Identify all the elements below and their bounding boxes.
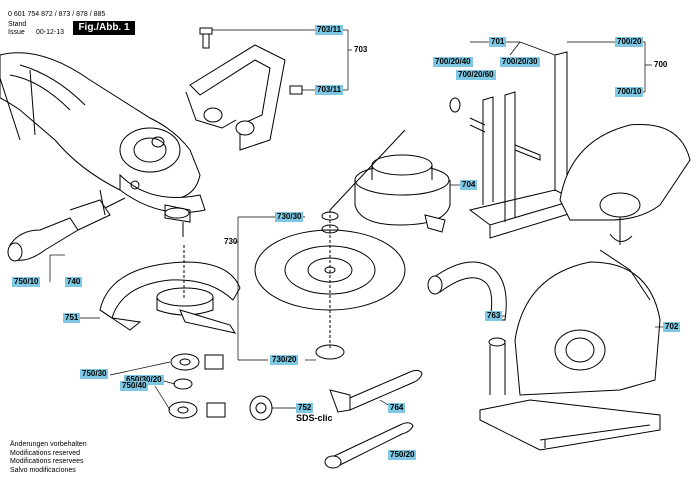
- label-700-20-40: 700/20/40: [433, 57, 473, 67]
- cutting-guard-702: [479, 249, 661, 451]
- label-703-11-top: 703/11: [315, 25, 344, 35]
- label-703-11-bottom: 703/11: [315, 85, 344, 95]
- diamond-disc-730: [254, 210, 406, 360]
- label-730-30: 730/30: [275, 212, 304, 222]
- label-750-20: 750/20: [388, 450, 417, 460]
- label-740: 740: [65, 277, 83, 287]
- label-764: 764: [388, 403, 406, 413]
- guard-751: [99, 245, 241, 334]
- angle-grinder-body: [0, 52, 206, 237]
- issue-label: Issue: [8, 29, 25, 36]
- label-650-30-20: 650/30/20: [124, 375, 164, 385]
- label-700: 700: [654, 60, 668, 69]
- label-704: 704: [460, 180, 478, 190]
- label-730: 730: [224, 237, 238, 246]
- side-handle: [7, 189, 126, 262]
- extraction-hood-704: [329, 129, 451, 233]
- modification-notes: Änderungen vorbehalten Modifications res…: [10, 441, 87, 475]
- issue-date: 00-12-13: [36, 29, 65, 36]
- label-702: 702: [663, 322, 681, 332]
- note-line: Modifications reservees: [10, 458, 84, 465]
- spanner-750-20: [324, 422, 414, 469]
- label-700-20-30: 700/20/30: [500, 57, 540, 67]
- label-752: 752: [296, 403, 314, 413]
- cutting-guide-700: [449, 51, 577, 239]
- label-700-20-60: 700/20/60: [456, 70, 496, 80]
- stand-label: Stand: [8, 21, 27, 28]
- sds-clic-label: SDS-clic: [296, 413, 333, 423]
- screw-top: [199, 27, 213, 49]
- spanner-764: [329, 369, 423, 413]
- label-730-20: 730/20: [270, 355, 299, 365]
- label-700-20: 700/20: [615, 37, 644, 47]
- figure-label: Fig./Abb. 1: [73, 21, 135, 35]
- label-751: 751: [63, 313, 81, 323]
- part-number: 0 601 754 872 / 873 / 878 / 885: [8, 11, 106, 18]
- flange-parts: [168, 353, 273, 421]
- guard-700-10: [559, 123, 691, 245]
- note-line: Modifications reserved: [10, 449, 81, 457]
- label-700-10: 700/10: [615, 87, 644, 97]
- note-line: Änderungen vorbehalten: [10, 441, 87, 448]
- label-750-30: 750/30: [80, 369, 109, 379]
- note-line: Salvo modificaciones: [10, 466, 76, 474]
- label-750-10: 750/10: [12, 277, 41, 287]
- label-763: 763: [485, 311, 503, 321]
- label-703: 703: [354, 45, 368, 54]
- label-701: 701: [489, 37, 507, 47]
- label-750-40: 750/40: [120, 381, 149, 391]
- bracket-703: [185, 44, 303, 151]
